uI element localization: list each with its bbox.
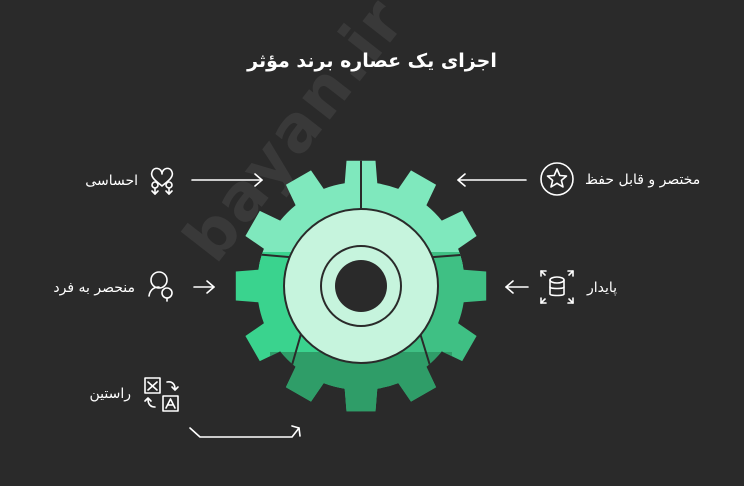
label-sustainable: پایدار xyxy=(587,280,618,296)
hearts-icon xyxy=(150,167,174,195)
translate-icon xyxy=(144,377,179,412)
arrow-authentic xyxy=(189,425,301,438)
gear-hub xyxy=(335,260,387,312)
arrow-unique xyxy=(193,280,215,294)
arrow-sustainable xyxy=(505,280,529,294)
star-icon xyxy=(540,162,574,196)
gear-inner-ring xyxy=(320,245,402,327)
arrow-concise xyxy=(457,173,527,187)
label-emotional: احساسی xyxy=(85,173,138,189)
label-concise: مختصر و قابل حفظ xyxy=(585,172,701,188)
label-unique: منحصر به فرد xyxy=(53,280,135,296)
database-icon xyxy=(540,270,574,304)
user-search-icon xyxy=(148,271,173,302)
label-authentic: راستین xyxy=(89,386,132,402)
arrow-emotional xyxy=(191,173,263,187)
diagram-title: اجزای یک عصاره برند مؤثر xyxy=(247,50,497,72)
